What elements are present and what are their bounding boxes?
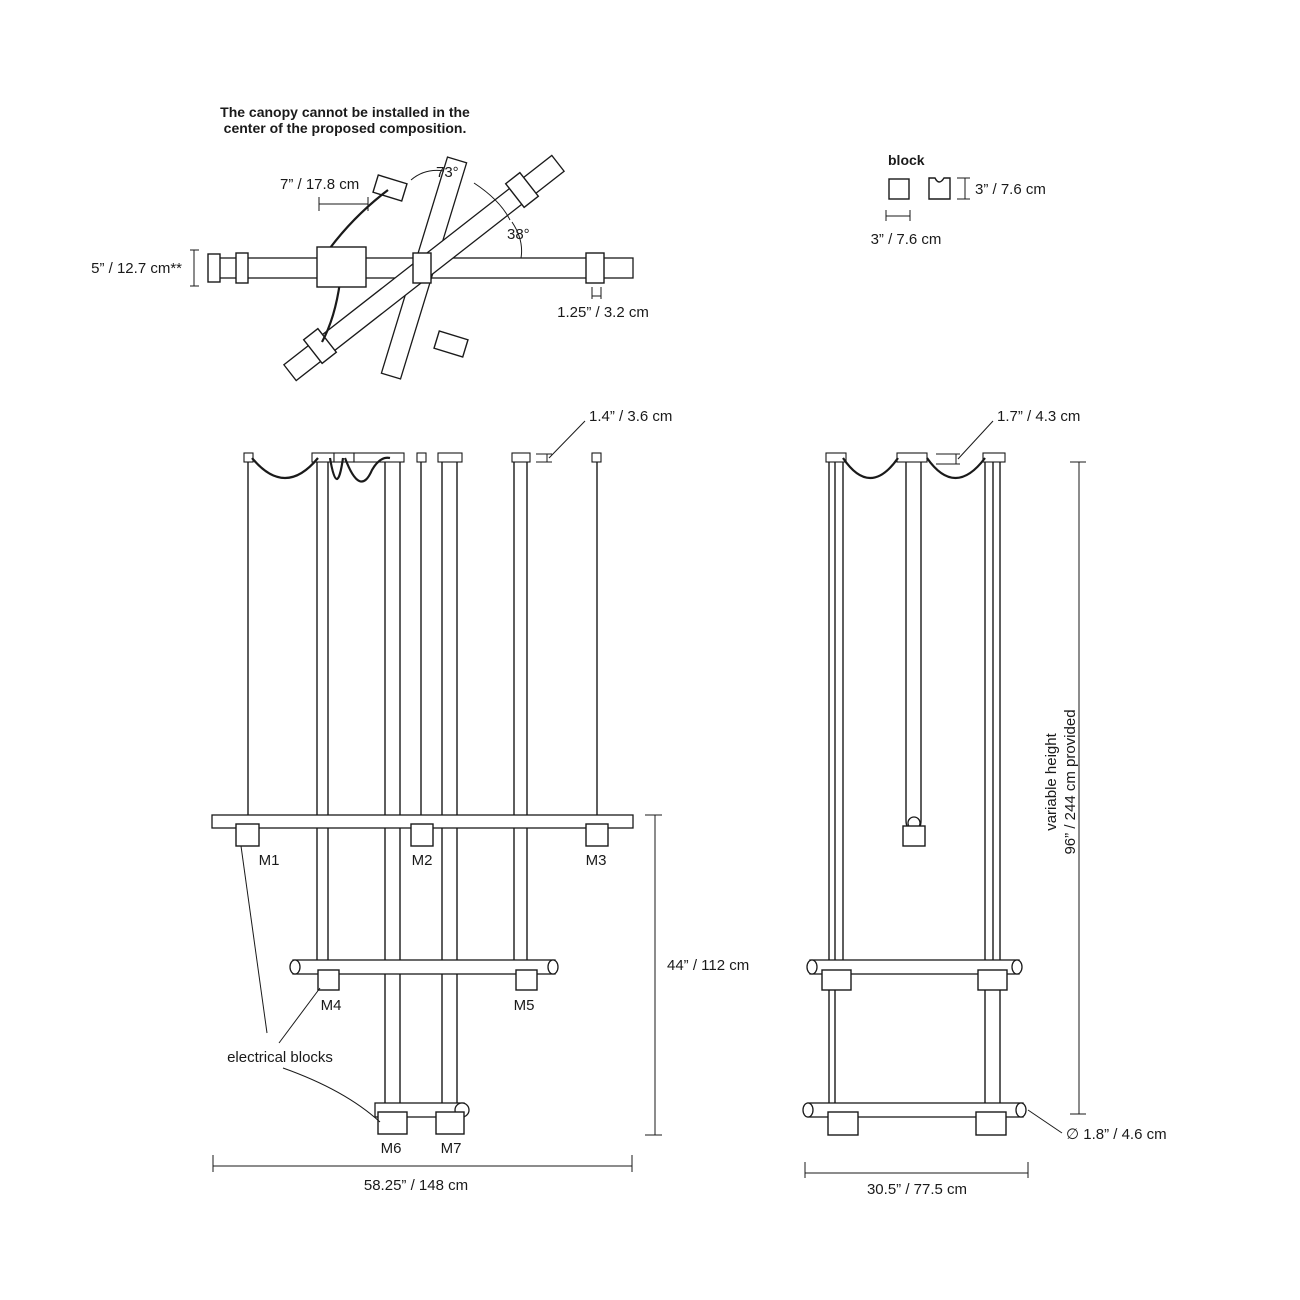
module-label-m1: M1 <box>259 852 280 869</box>
side-block <box>975 1111 1007 1136</box>
top-view-cord <box>329 189 389 249</box>
electrical-block-m1 <box>235 823 260 847</box>
electrical-block-m7 <box>435 1111 465 1135</box>
front-canopy-cap <box>511 452 531 463</box>
angle-arc-73 <box>410 169 445 181</box>
side-block <box>821 969 852 991</box>
side-canopy-height-label: 1.7” / 4.3 cm <box>997 408 1080 425</box>
front-view: M1 M2 M3 M4 M5 M6 M7 electrical blocks 1… <box>211 408 749 1194</box>
front-canopy-cap <box>437 452 463 463</box>
callout-leader <box>278 987 321 1044</box>
variable-height-label: variable height <box>1043 732 1060 830</box>
angle-73-label: 73° <box>436 164 459 181</box>
note-line-1: The canopy cannot be installed in the <box>220 104 470 120</box>
front-canopy-cap <box>243 452 254 463</box>
front-canopy-cap <box>591 452 602 463</box>
electrical-blocks-callout: electrical blocks <box>227 1049 333 1066</box>
side-canopy-cap <box>896 452 928 463</box>
top-view-clip <box>235 252 249 284</box>
side-pendant-loop <box>915 462 922 828</box>
front-canopy-height-label: 1.4” / 3.6 cm <box>589 408 672 425</box>
side-width-label: 30.5” / 77.5 cm <box>867 1181 967 1198</box>
module-label-m7: M7 <box>441 1140 462 1157</box>
arm-length-label: 7” / 17.8 cm <box>280 176 359 193</box>
side-canopy-cap <box>825 452 847 463</box>
top-view-clip <box>302 327 338 365</box>
block-detail: block 3” / 7.6 cm 3” / 7.6 cm <box>871 152 1046 248</box>
side-bar-end <box>1011 959 1023 975</box>
electrical-block-m5 <box>515 969 538 991</box>
block-width-label: 3” / 7.6 cm <box>871 231 942 248</box>
provided-height-label: 96” / 244 cm provided <box>1062 709 1079 854</box>
top-view-clip <box>585 252 605 284</box>
side-bar-end <box>806 959 818 975</box>
electrical-block-m6 <box>377 1111 408 1135</box>
dim-leader <box>1027 1109 1063 1134</box>
side-cord <box>842 457 899 480</box>
block-height-label: 3” / 7.6 cm <box>975 181 1046 198</box>
module-label-m4: M4 <box>321 997 342 1014</box>
canopy-size-label: 5” / 12.7 cm** <box>91 260 182 277</box>
note-line-2: center of the proposed composition. <box>224 120 467 136</box>
block-notched-icon <box>928 177 951 200</box>
top-view-cord <box>321 281 342 343</box>
module-label-m5: M5 <box>514 997 535 1014</box>
side-cord <box>926 457 986 480</box>
top-view-end-cap <box>207 253 221 283</box>
side-bar-end <box>1015 1102 1027 1118</box>
top-view-clip <box>412 252 432 284</box>
dim-leader <box>548 420 586 459</box>
front-cord <box>328 457 345 481</box>
front-width-label: 58.25” / 148 cm <box>364 1177 468 1194</box>
front-bar-end <box>547 959 559 975</box>
module-label-m3: M3 <box>586 852 607 869</box>
bar-gap-label: 1.25” / 3.2 cm <box>557 304 649 321</box>
front-height-label: 44” / 112 cm <box>667 957 749 974</box>
dim-leader <box>957 420 994 460</box>
module-label-m2: M2 <box>412 852 433 869</box>
side-block <box>827 1111 859 1136</box>
side-canopy-cap <box>982 452 1006 463</box>
top-view-clip <box>504 171 540 209</box>
front-canopy-cap <box>416 452 427 463</box>
side-pendant-block <box>902 825 926 847</box>
diameter-label: ∅ 1.8” / 4.6 cm <box>1066 1126 1167 1143</box>
angle-arc-38 <box>511 221 523 259</box>
front-cord <box>343 456 391 483</box>
top-view-canopy <box>316 246 367 288</box>
callout-leader <box>240 845 268 1034</box>
top-view: 73° 38° 7” / 17.8 cm 5” / 12.7 cm** 1.25… <box>91 154 649 382</box>
module-label-m6: M6 <box>381 1140 402 1157</box>
electrical-block-m4 <box>317 969 340 991</box>
electrical-block-m2 <box>410 823 434 847</box>
side-bar-end <box>802 1102 814 1118</box>
electrical-block-m3 <box>585 823 609 847</box>
angle-38-label: 38° <box>507 226 530 243</box>
front-cord <box>251 457 319 480</box>
front-canopy-cap <box>333 452 355 463</box>
angle-arc-38-outer <box>473 182 511 221</box>
block-square-icon <box>888 178 910 200</box>
top-view-clip <box>433 330 469 358</box>
block-title: block <box>888 152 925 168</box>
front-bar-end <box>289 959 301 975</box>
side-pendant-loop <box>905 462 913 828</box>
side-block <box>977 969 1008 991</box>
side-view: 1.7” / 4.3 cm variable height 96” / 244 … <box>802 408 1167 1198</box>
callout-leader <box>282 1067 381 1123</box>
